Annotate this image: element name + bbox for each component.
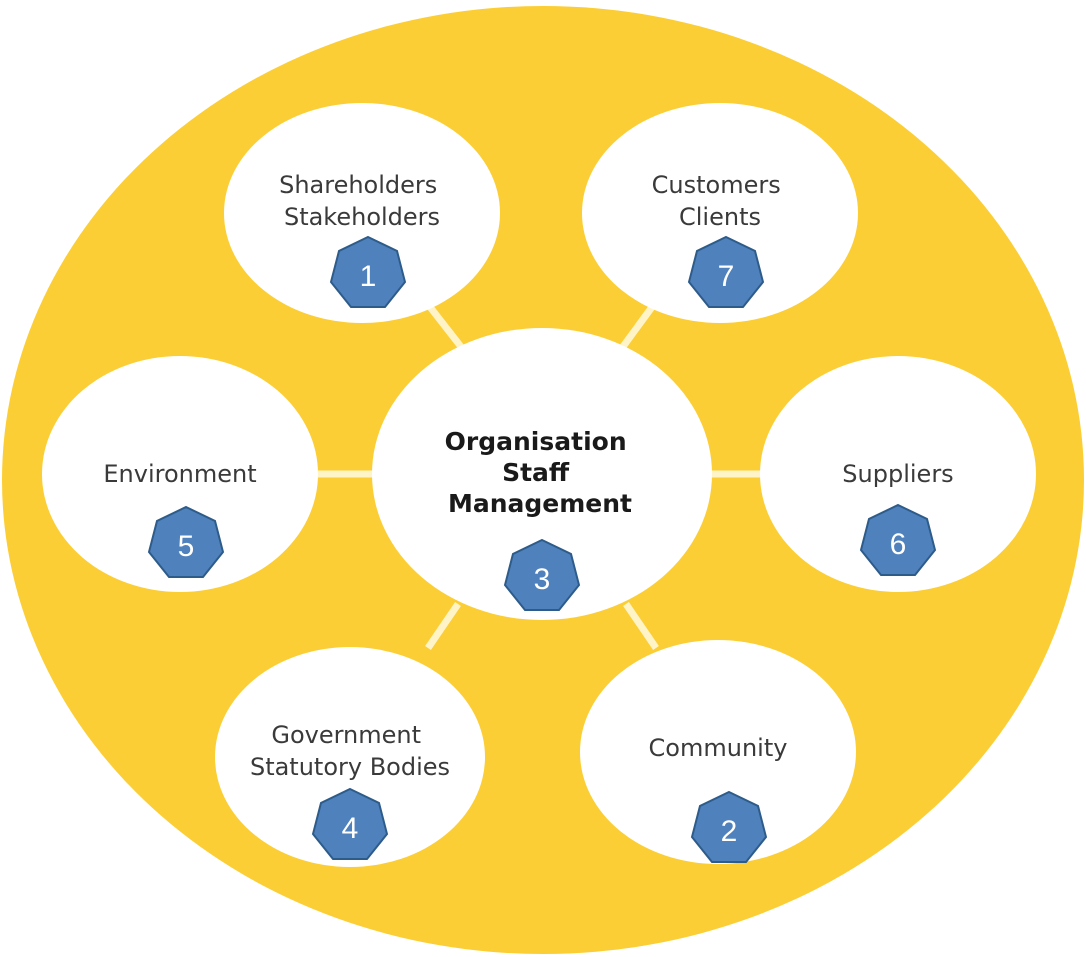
center-hub-circle (372, 328, 712, 620)
node-suppliers-badge: 6 (859, 503, 937, 576)
node-government-badge: 4 (311, 787, 389, 860)
node-shareholders-badge: 1 (329, 235, 407, 308)
node-suppliers: Suppliers 6 (760, 356, 1036, 592)
connector-community (623, 602, 659, 650)
connector-government (425, 602, 461, 650)
node-shareholders-line-1: Shareholders (279, 171, 437, 199)
node-community-number: 2 (721, 815, 738, 848)
center-line-1: Organisation (445, 427, 627, 456)
node-community: Community 2 (580, 640, 856, 864)
svg-text:Environment: Environment (103, 460, 256, 488)
node-customers-circle (582, 103, 858, 323)
node-customers-number: 7 (718, 260, 735, 293)
node-government-line-2: Statutory Bodies (250, 753, 450, 781)
node-environment-badge: 5 (147, 505, 225, 578)
node-environment-line-1: Environment (103, 460, 256, 488)
center-line-3: Management (448, 489, 632, 518)
node-government-line-1: Government (271, 721, 421, 749)
node-community-line-1: Community (649, 734, 788, 762)
center-hub: Organisation Staff Management 3 (372, 328, 712, 620)
node-customers: Customers Clients 7 (582, 103, 858, 323)
node-community-circle (580, 640, 856, 864)
node-customers-line-2: Clients (679, 203, 761, 231)
node-environment-circle (42, 356, 318, 592)
svg-text:Government Statutory B: Government Statutory Bodies (250, 721, 450, 781)
node-customers-line-1: Customers (652, 171, 781, 199)
node-government: Government Statutory Bodies 4 (215, 647, 485, 867)
center-line-2: Staff (502, 458, 570, 487)
node-suppliers-circle (760, 356, 1036, 592)
node-customers-badge: 7 (687, 235, 765, 308)
svg-text:Customers Clients: Customers Clients (652, 171, 789, 231)
node-environment: Environment 5 (42, 356, 318, 592)
svg-text:Organisation Staff: Organisation Staff Management (445, 427, 636, 518)
connector-shareholders (427, 304, 465, 351)
node-environment-number: 5 (178, 530, 195, 563)
node-shareholders-number: 1 (360, 260, 377, 293)
svg-text:Community: Community (649, 734, 788, 762)
svg-text:Shareholders Stakehold: Shareholders Stakeholders (279, 171, 445, 231)
connectors (318, 304, 766, 650)
connector-customers (619, 304, 655, 351)
node-suppliers-number: 6 (890, 528, 907, 561)
node-shareholders: Shareholders Stakeholders 1 (224, 103, 500, 323)
node-government-number: 4 (342, 812, 359, 845)
node-shareholders-line-2: Stakeholders (284, 203, 440, 231)
node-suppliers-line-1: Suppliers (842, 460, 953, 488)
center-number: 3 (534, 563, 551, 596)
svg-text:Suppliers: Suppliers (842, 460, 953, 488)
node-shareholders-circle (224, 103, 500, 323)
center-badge: 3 (503, 538, 581, 611)
node-community-badge: 2 (690, 790, 768, 863)
node-government-circle (215, 647, 485, 867)
